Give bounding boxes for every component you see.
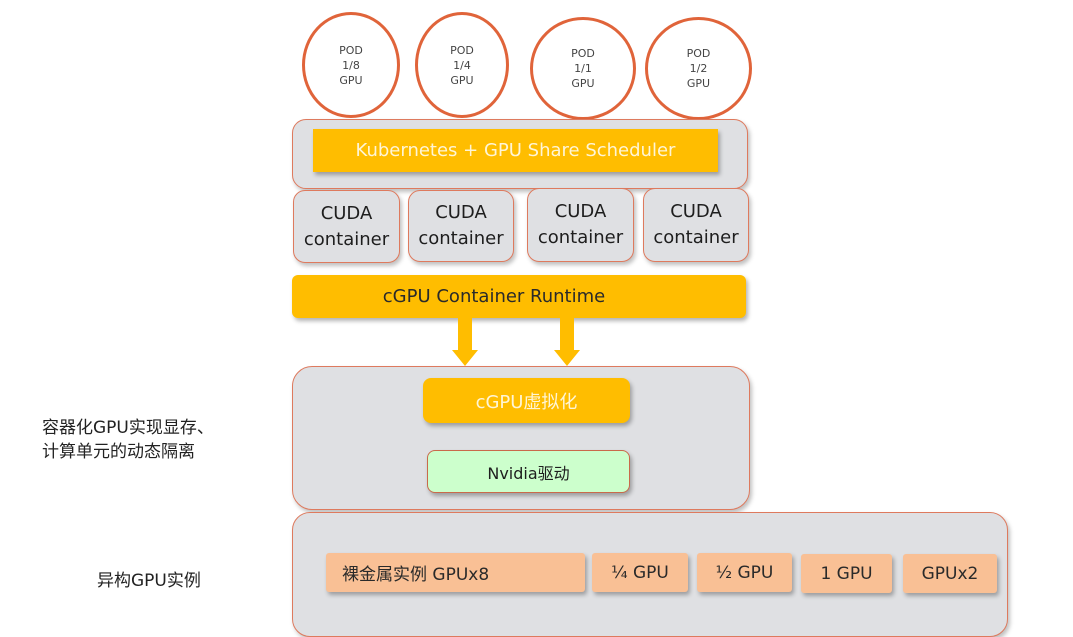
instance-label: ¼ GPU <box>611 562 669 583</box>
instance-one-gpu: 1 GPU <box>801 554 892 593</box>
container-label: container <box>418 228 504 249</box>
down-arrow-icon <box>554 318 580 366</box>
instances-caption-text: 异构GPU实例 <box>97 571 201 591</box>
nvidia-driver-box: Nvidia驱动 <box>427 450 630 493</box>
instance-bare-metal: 裸金属实例 GPUx8 <box>326 553 585 592</box>
container-runtime-bar: cGPU Container Runtime <box>292 275 746 318</box>
pod-fraction: 1/2 <box>689 62 708 75</box>
pod-unit: GPU <box>339 73 363 87</box>
cuda-label: CUDA <box>554 201 607 222</box>
isolation-caption-line1: 容器化GPU实现显存、 <box>42 418 214 438</box>
instance-label: ½ GPU <box>715 562 774 583</box>
cuda-container-4: CUDA container <box>643 188 749 262</box>
driver-label: Nvidia驱动 <box>487 463 570 483</box>
pod-label: POD <box>571 47 595 60</box>
cgpu-virtualization-box: cGPU虚拟化 <box>423 378 630 423</box>
cuda-label: CUDA <box>670 201 722 222</box>
pod-circle-1-2: POD 1/2 GPU <box>645 17 752 120</box>
scheduler-label: Kubernetes + GPU Share Scheduler <box>355 140 676 161</box>
pod-fraction: 1/1 <box>574 62 592 75</box>
down-arrow-icon <box>452 318 478 366</box>
container-label: container <box>653 227 739 248</box>
pod-circle-1-4: POD 1/4 GPU <box>415 12 509 118</box>
pod-unit: GPU <box>450 73 474 87</box>
instance-half-gpu: ½ GPU <box>697 553 792 592</box>
instance-quarter-gpu: ¼ GPU <box>592 553 688 592</box>
cgpu-label: cGPU虚拟化 <box>475 391 578 413</box>
scheduler-bar: Kubernetes + GPU Share Scheduler <box>313 129 718 172</box>
instance-label: 1 GPU <box>820 563 873 584</box>
pod-fraction: 1/4 <box>453 58 471 72</box>
pod-label: POD <box>339 43 363 57</box>
container-label: container <box>537 227 624 248</box>
container-label: container <box>303 228 390 250</box>
pod-label: POD <box>450 43 474 57</box>
pod-circle-1-8: POD 1/8 GPU <box>302 12 400 118</box>
instances-caption: 异构GPU实例 <box>97 569 277 593</box>
instance-gpu-x2: GPUx2 <box>903 554 997 593</box>
isolation-caption: 容器化GPU实现显存、 计算单元的动态隔离 <box>42 416 282 464</box>
pod-fraction: 1/8 <box>342 58 360 72</box>
cuda-label: CUDA <box>435 202 487 223</box>
instance-label: GPUx2 <box>921 563 979 584</box>
cuda-container-2: CUDA container <box>408 190 514 262</box>
cuda-container-3: CUDA container <box>527 188 634 262</box>
pod-circle-1-1: POD 1/1 GPU <box>530 17 636 120</box>
pod-label: POD <box>686 47 711 60</box>
cuda-container-1: CUDA container <box>293 190 400 263</box>
runtime-label: cGPU Container Runtime <box>382 286 606 307</box>
cuda-label: CUDA <box>320 202 373 224</box>
pod-unit: GPU <box>571 77 595 90</box>
instance-label: 裸金属实例 GPUx8 <box>342 565 490 585</box>
pod-unit: GPU <box>686 77 711 90</box>
isolation-caption-line2: 计算单元的动态隔离 <box>42 442 195 462</box>
